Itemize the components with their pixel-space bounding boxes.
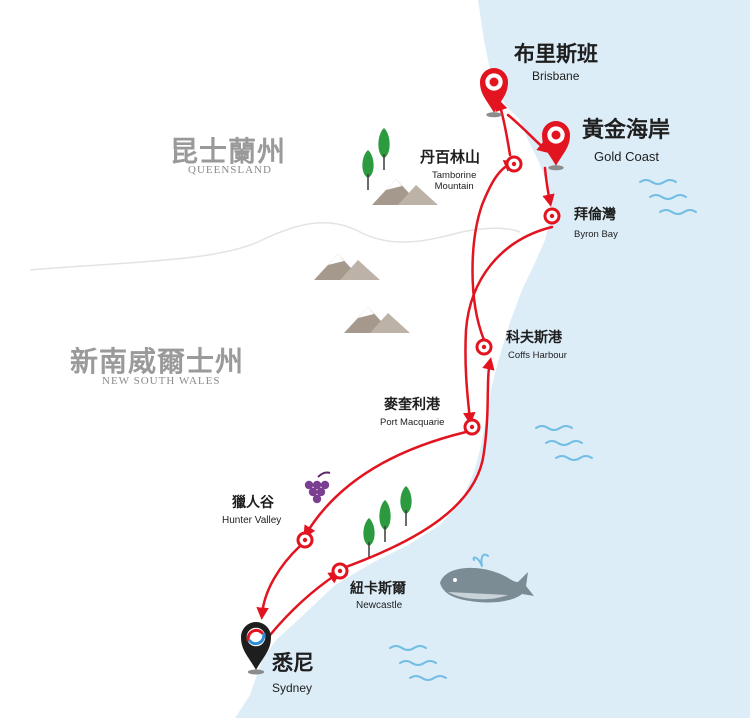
coffs-dot — [481, 344, 487, 350]
label-sydney-zh: 悉尼 — [272, 651, 314, 675]
mountain-icon — [328, 254, 344, 265]
tree-icon — [363, 518, 375, 546]
wave-icon — [639, 179, 677, 185]
wave-icon — [409, 675, 447, 681]
route-leg — [506, 113, 550, 154]
route-leg — [256, 544, 302, 620]
whale-icon — [440, 553, 534, 603]
start-pin-icon — [247, 669, 265, 675]
tree-icon — [362, 150, 374, 178]
mountain-icon — [340, 260, 380, 280]
label-portmac-en: Port Macquarie — [380, 417, 445, 428]
hunter-dot — [302, 537, 308, 543]
region-queensland-en: QUEENSLAND — [188, 164, 272, 176]
wave-icon — [389, 645, 427, 651]
route-leg — [463, 225, 554, 425]
pin-icon — [486, 112, 502, 118]
mountain-icon — [370, 313, 410, 333]
wave-icon — [555, 455, 593, 461]
route-leg — [303, 430, 468, 539]
label-hunter-zh: 獵人谷 — [232, 495, 274, 511]
start-pin-icon — [248, 632, 266, 646]
tree-icon — [379, 500, 391, 530]
portmac-dot — [469, 424, 475, 430]
label-tamborine-zh: 丹百林山 — [420, 148, 481, 166]
wave-icon — [649, 194, 687, 200]
tree-icon — [378, 128, 390, 158]
route-path — [256, 98, 555, 642]
label-newcastle-en: Newcastle — [356, 600, 403, 611]
region-nsw-en: NEW SOUTH WALES — [102, 375, 221, 387]
pin-icon — [489, 77, 499, 87]
label-coffs-zh: 科夫斯港 — [506, 330, 562, 346]
tamborine-dot — [511, 161, 517, 167]
mountain-icon — [358, 307, 374, 318]
state-border — [29, 222, 521, 271]
wave-icon — [659, 209, 697, 215]
tree-icon — [362, 128, 412, 558]
route-leg — [471, 160, 517, 342]
label-tamborine-en: Tamborine Mountain — [432, 170, 477, 192]
mountain-icon — [398, 185, 438, 205]
region-nsw-zh: 新南威爾士州 — [70, 345, 245, 378]
wave-icon — [389, 179, 697, 681]
byron-dot — [549, 213, 555, 219]
grape-icon — [304, 471, 331, 504]
start-pin-icon — [246, 628, 264, 642]
wave-icon — [399, 660, 437, 666]
newcastle-dot — [337, 568, 343, 574]
wave-icon — [535, 425, 573, 431]
mountain-icon — [386, 179, 402, 190]
pin-icon — [548, 165, 564, 171]
label-byron-zh: 拜倫灣 — [574, 207, 616, 223]
pin-icon — [551, 130, 561, 140]
route-leg — [341, 357, 495, 570]
route-leg — [264, 571, 342, 642]
label-brisbane-en: Brisbane — [532, 69, 580, 83]
label-coffs-en: Coffs Harbour — [508, 350, 567, 361]
label-portmac-zh: 麥奎利港 — [384, 397, 440, 413]
route-leg — [495, 98, 512, 157]
region-queensland-zh: 昆士蘭州 — [170, 135, 287, 168]
label-goldcoast-zh: 黃金海岸 — [582, 118, 671, 143]
sea-area — [235, 0, 750, 718]
label-brisbane-zh: 布里斯班 — [514, 42, 598, 66]
tree-icon — [400, 486, 412, 514]
label-hunter-en: Hunter Valley — [222, 515, 282, 526]
label-sydney-en: Sydney — [272, 681, 313, 695]
route-leg — [542, 166, 555, 207]
wave-icon — [545, 440, 583, 446]
city-markers — [241, 68, 570, 675]
label-goldcoast-en: Gold Coast — [594, 149, 660, 164]
label-byron-en: Byron Bay — [574, 229, 618, 240]
label-newcastle-zh: 紐卡斯爾 — [350, 581, 406, 597]
mountain-icon — [314, 179, 438, 333]
